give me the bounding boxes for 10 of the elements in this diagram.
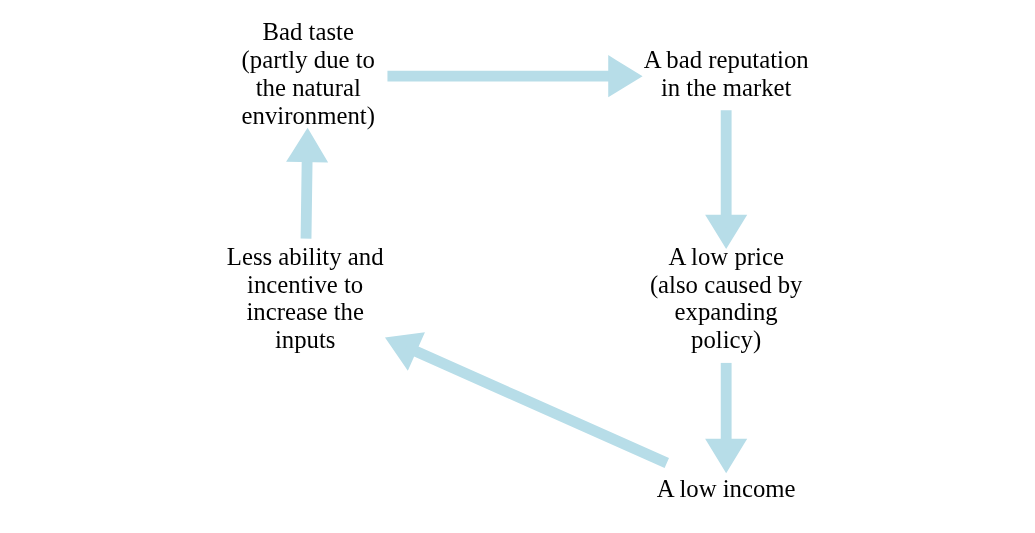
arrow — [384, 332, 669, 468]
arrow — [285, 127, 328, 239]
node-text: A low price (also caused by expanding policy) — [649, 242, 802, 354]
node-text: A bad reputation in the market — [643, 46, 809, 101]
arrow — [704, 110, 747, 249]
arrow — [704, 362, 747, 474]
node-text: Less ability and incentive to increase the inputs — [226, 242, 384, 354]
arrow — [386, 55, 643, 98]
node-text: A low income — [656, 474, 796, 502]
node-text: Bad taste (partly due to the natural environment) — [241, 18, 375, 129]
